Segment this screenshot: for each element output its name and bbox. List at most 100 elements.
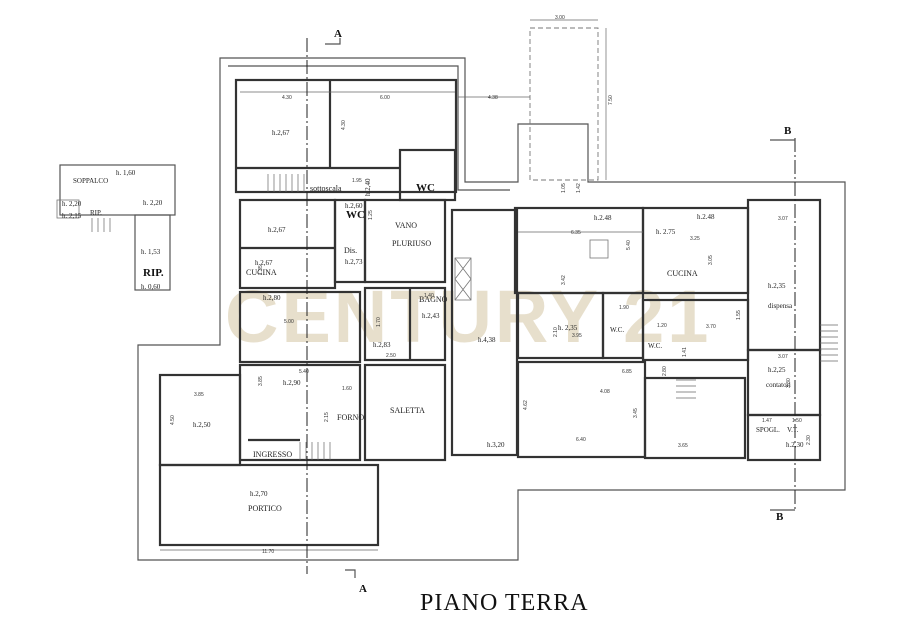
dim-label: 1.25 [368, 210, 374, 220]
height-label: h.2,67 [255, 259, 273, 267]
dim-label: 4.30 [282, 95, 292, 101]
section-a-bottom: A [359, 583, 367, 595]
dim-label: 3.85 [194, 392, 204, 398]
soppalco-plan [56, 164, 176, 291]
room-wc-upper: WC [416, 182, 435, 194]
right-building-walls [513, 198, 822, 462]
room-vano-line1: VANO [395, 221, 417, 230]
height-label: h.2,40 [364, 178, 372, 196]
dim-label: 11.70 [262, 549, 274, 555]
room-portico: PORTICO [248, 504, 282, 513]
height-label: h.2,43 [422, 312, 440, 320]
dim-label: 3.70 [706, 324, 716, 330]
dim-label: 3.65 [678, 443, 688, 449]
height-label: h. 1,60 [116, 169, 136, 177]
height-label: h.2,70 [250, 490, 268, 498]
dim-label: 1.47 [762, 418, 772, 424]
room-bagno: BAGNO [419, 295, 448, 304]
height-label: h.2,50 [193, 421, 211, 429]
dim-label: 2.80 [662, 366, 668, 376]
dim-label: 2.30 [806, 435, 812, 445]
dim-label: 3.85 [258, 376, 264, 386]
height-label: h. 2.75 [656, 228, 676, 236]
dim-label: 5.40 [299, 369, 309, 375]
dim-label: 4.08 [600, 389, 610, 395]
dim-label: 7.50 [608, 95, 614, 105]
stairs-group [91, 174, 838, 460]
dim-label: 1.50 [792, 418, 802, 424]
section-b-top: B [784, 125, 792, 137]
room-spogl: SPOGL. [756, 426, 780, 434]
dim-label: 2.15 [324, 412, 330, 422]
height-label: h.2,80 [263, 294, 281, 302]
height-label: h. 2,15 [62, 212, 82, 220]
room-forno: FORNO [337, 413, 364, 422]
room-dis: Dis. [344, 246, 357, 255]
height-label: h.2.48 [594, 214, 612, 222]
height-label: h.2,25 [768, 366, 786, 374]
plan-title: PIANO TERRA [420, 590, 589, 616]
dim-label: 2.50 [386, 353, 396, 359]
room-wc-lower: WC [346, 209, 365, 221]
room-ingresso: INGRESSO [253, 450, 292, 459]
dim-label: 1.90 [619, 305, 629, 311]
dim-label: 3.07 [778, 354, 788, 360]
dim-label: 3.07 [778, 216, 788, 222]
height-label: h. 0,60 [141, 283, 161, 291]
dim-label: 3.45 [633, 408, 639, 418]
dim-label: 5.40 [626, 240, 632, 250]
dim-label: 6.00 [380, 95, 390, 101]
stair-right-internal [676, 379, 696, 399]
stair-soppalco [91, 218, 111, 232]
dim-label: 4.50 [170, 415, 176, 425]
room-sottoscala: sottoscala [310, 184, 342, 193]
height-label: h.2,73 [345, 258, 363, 266]
height-label: h.2,35 [768, 282, 786, 290]
height-label: h.3,20 [487, 441, 505, 449]
height-label: h.4,38 [478, 336, 496, 344]
carport-outline [529, 27, 599, 181]
section-a-top: A [334, 28, 342, 40]
height-label: h. 2,20 [62, 200, 82, 208]
dim-label: 1.41 [682, 347, 688, 357]
dim-label: 1.05 [561, 183, 567, 193]
dim-label: 1.70 [376, 317, 382, 327]
dim-label: 1.35 [258, 265, 264, 275]
room-rip-large: RIP. [143, 267, 164, 279]
dim-label: 5.00 [284, 319, 294, 325]
dim-label: 3.42 [561, 275, 567, 285]
dim-label: 6.40 [576, 437, 586, 443]
stair-right-exterior [820, 324, 838, 362]
dim-label: 1.60 [342, 386, 352, 392]
dim-label: 6.35 [571, 230, 581, 236]
dim-label: 3.95 [572, 333, 582, 339]
dim-label: 1.40 [424, 293, 434, 299]
room-saletta: SALETTA [390, 406, 425, 415]
section-line-b [770, 138, 796, 511]
shaft-symbols [454, 257, 472, 301]
dim-label: 1.95 [352, 178, 362, 184]
dim-label: 6.85 [622, 369, 632, 375]
room-wc-right1: W.C. [610, 326, 624, 334]
height-label: h.2,90 [283, 379, 301, 387]
left-building-walls [158, 78, 458, 547]
room-soppalco: SOPPALCO [73, 177, 108, 185]
height-label: h. 2,35 [558, 324, 578, 332]
room-dispensa: dispensa [768, 302, 793, 310]
stair-ingresso [299, 442, 331, 460]
height-label: h. 1,53 [141, 248, 161, 256]
dim-label: 3.30 [786, 378, 792, 388]
dim-label: 2.10 [553, 327, 559, 337]
height-label: h.2.48 [697, 213, 715, 221]
dim-label: 4.30 [341, 120, 347, 130]
room-wc-right2: W.C. [648, 342, 662, 350]
dim-label: 1.42 [576, 183, 582, 193]
room-vt: V.T. [787, 426, 799, 434]
height-label: h. 2,20 [143, 199, 163, 207]
dim-label: 3.05 [708, 255, 714, 265]
section-b-bottom: B [776, 511, 784, 523]
dim-label: 4.38 [488, 95, 498, 101]
height-label: h.2,30 [786, 441, 804, 449]
section-line-a [306, 38, 356, 578]
